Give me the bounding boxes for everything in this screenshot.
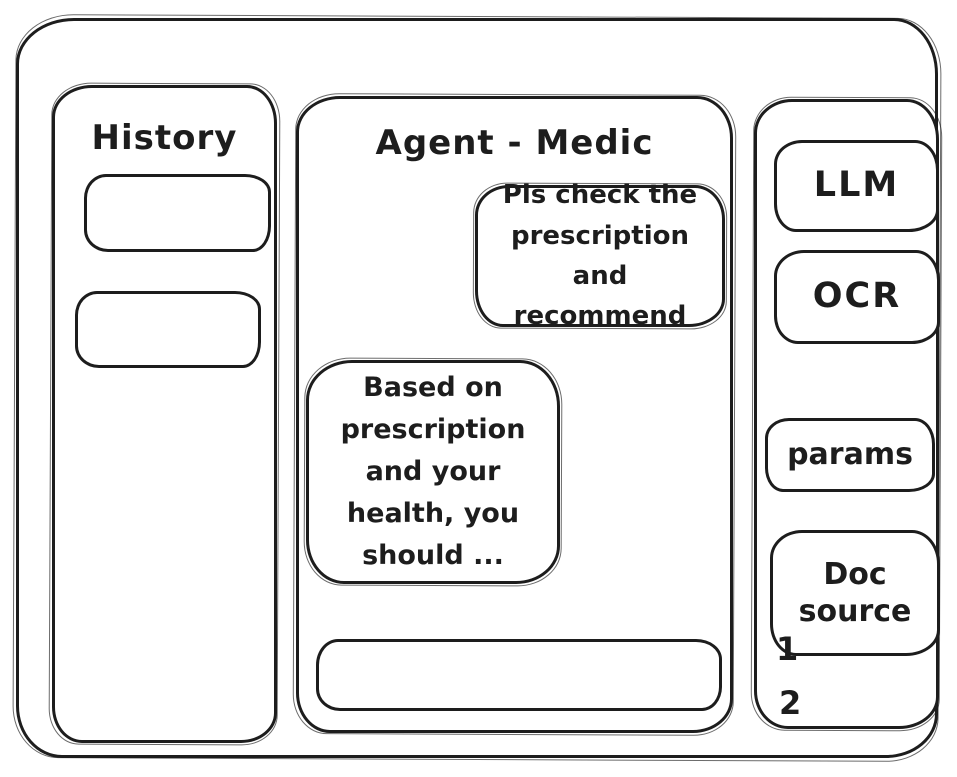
user-message-bubble: Pls check the prescription and recommend [475, 180, 725, 331]
llm-button[interactable]: LLM [774, 140, 939, 232]
doc-source-item-2[interactable]: 2 [779, 684, 802, 722]
tools-panel: LLM OCR params Doc source 1 2 [754, 99, 940, 729]
assistant-message-bubble: Based on prescription and your health, y… [306, 360, 560, 584]
history-panel: History [52, 85, 277, 743]
ocr-button[interactable]: OCR [774, 250, 940, 344]
app-frame: History Agent - Medic Pls check the pres… [16, 18, 940, 758]
history-title: History [91, 118, 238, 158]
doc-source-button[interactable]: Doc source [770, 530, 940, 656]
chat-title: Agent - Medic [375, 123, 654, 163]
history-item[interactable] [84, 174, 271, 252]
doc-source-item-1[interactable]: 1 [776, 630, 799, 668]
params-button[interactable]: params [765, 418, 935, 492]
chat-panel: Agent - Medic Pls check the prescription… [296, 96, 733, 733]
message-input[interactable] [316, 639, 722, 711]
history-item[interactable] [75, 291, 261, 368]
